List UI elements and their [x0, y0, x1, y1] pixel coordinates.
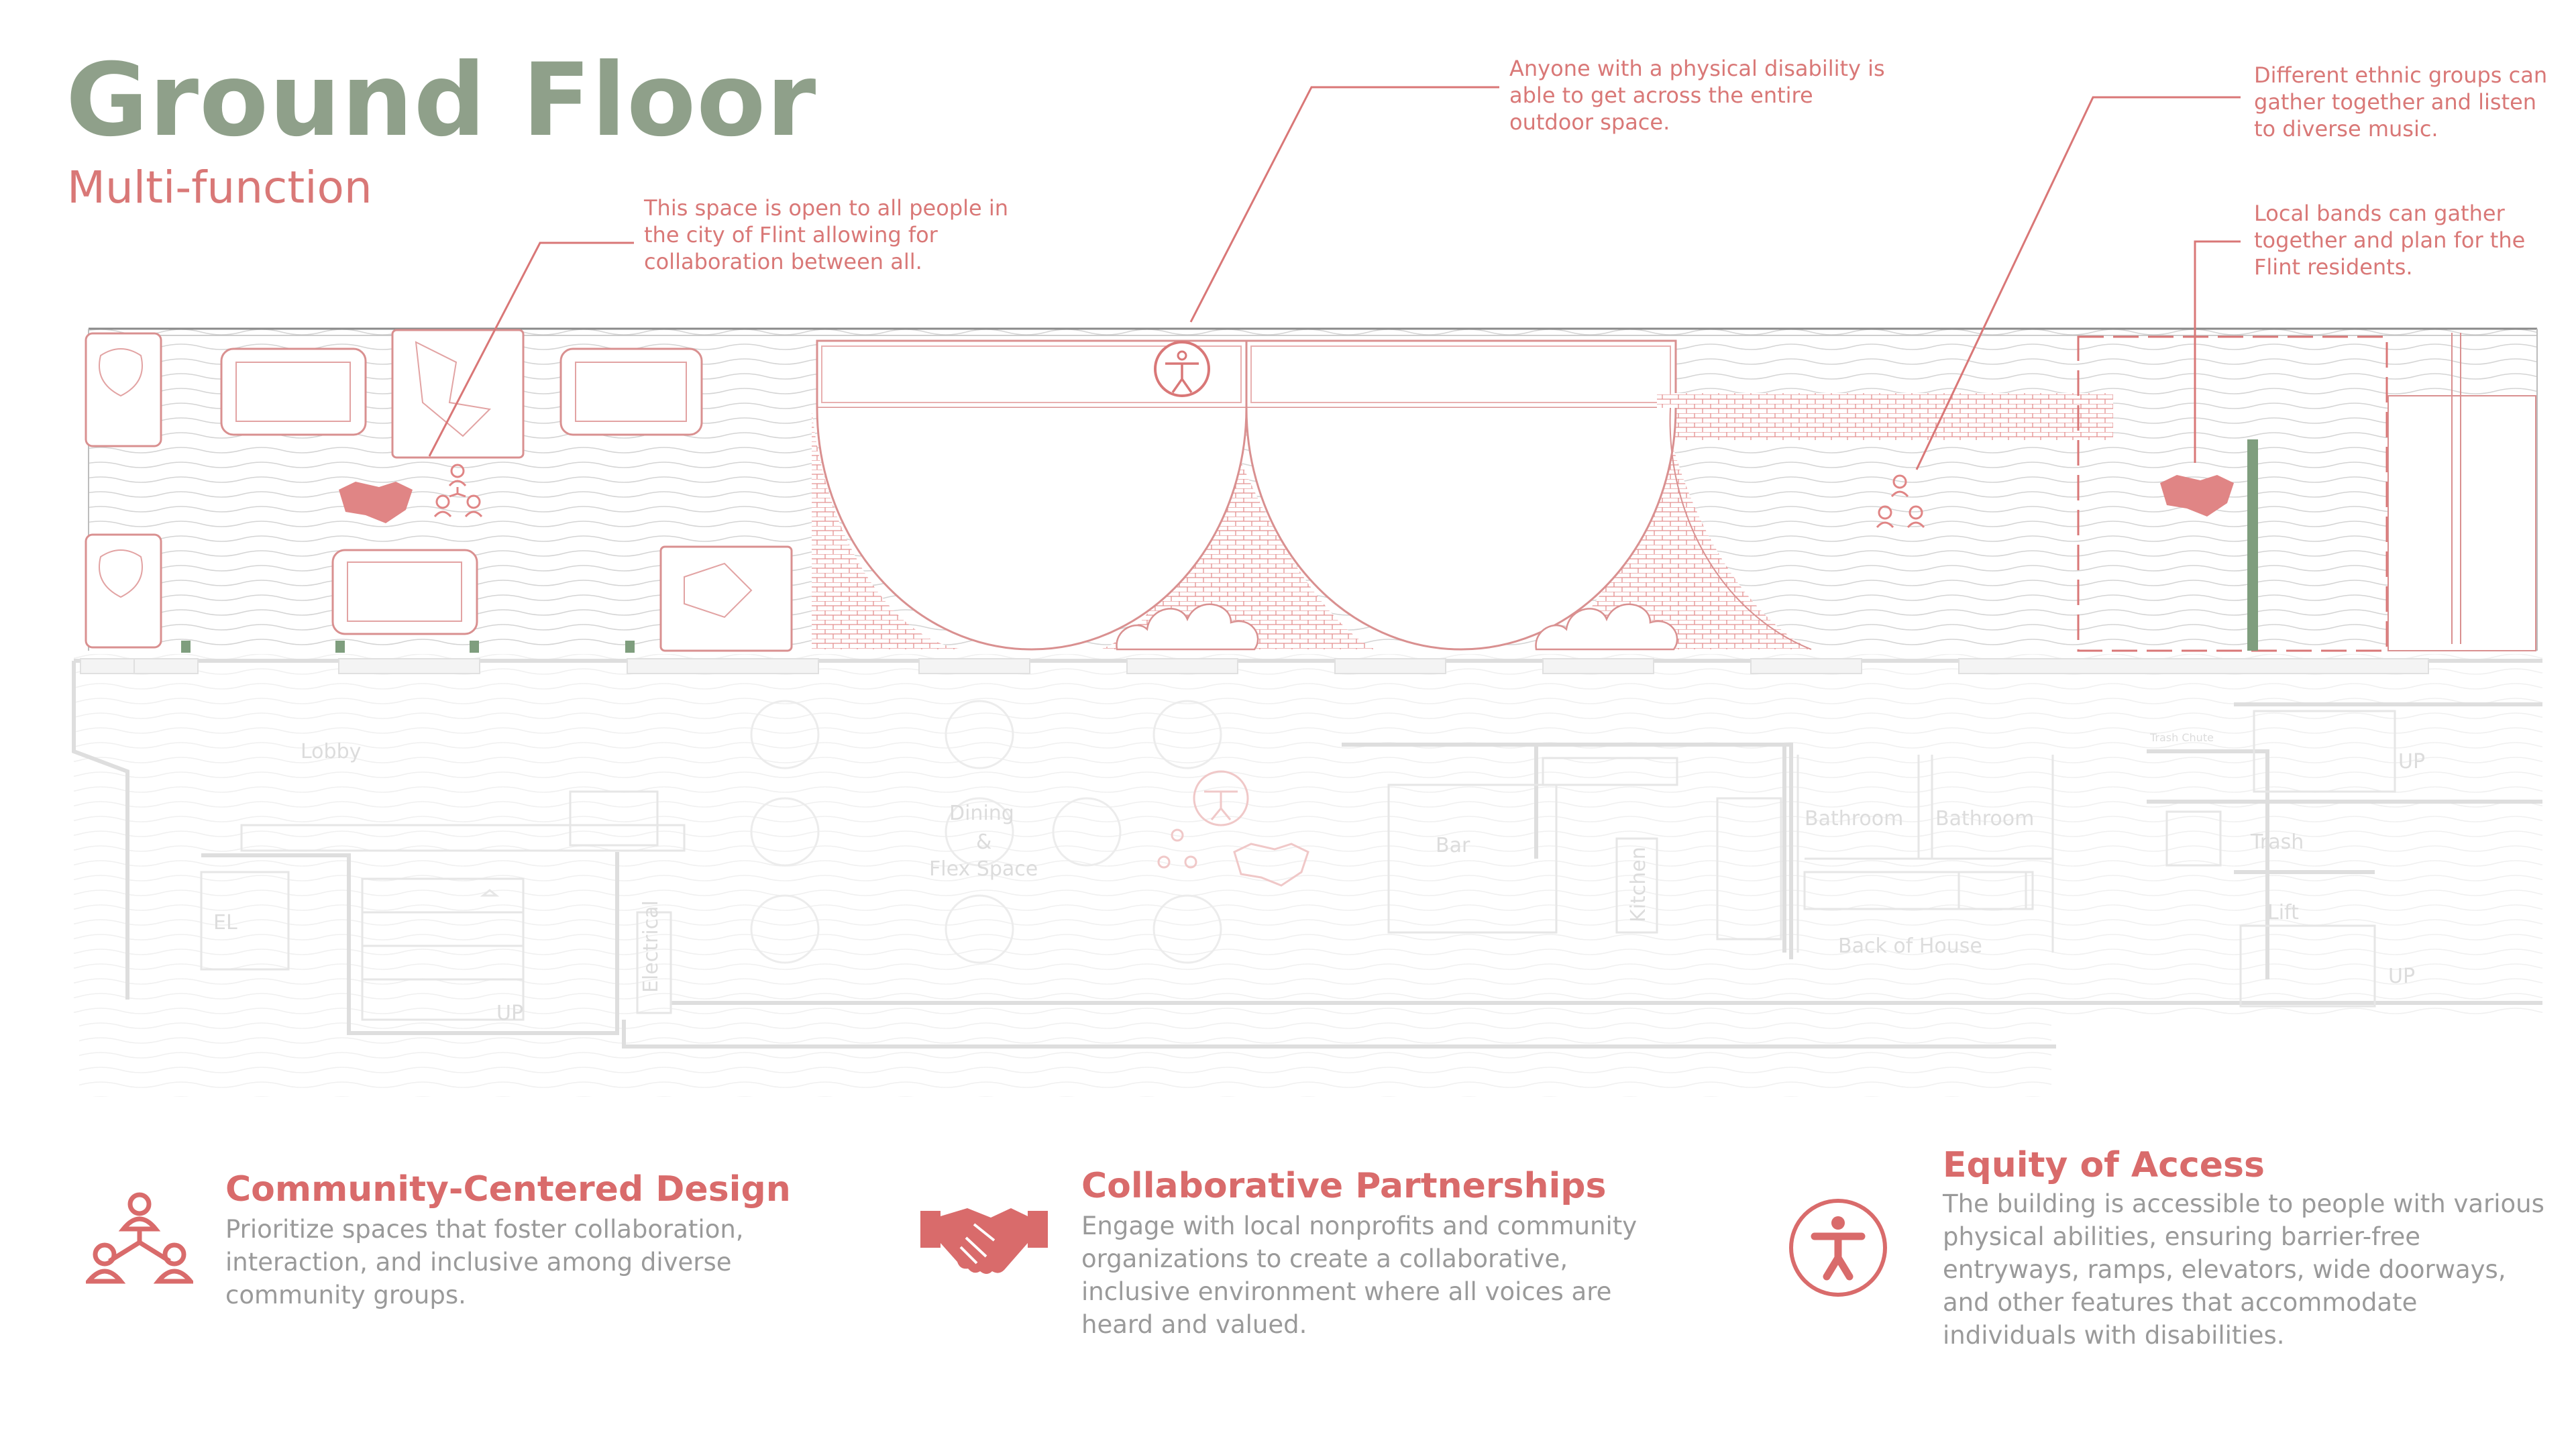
annotation-open-space: This space is open to all people in the … [644, 195, 1009, 274]
legend-title-equity: Equity of Access [1943, 1145, 2265, 1185]
page-subtitle: Multi-function [67, 162, 372, 213]
handshake-icon [920, 1197, 1048, 1285]
legend-title-community: Community-Centered Design [225, 1169, 791, 1210]
stair-up-3: UP [496, 1002, 523, 1025]
community-network-icon [83, 1187, 196, 1288]
room-electrical: Electrical [639, 900, 663, 993]
outdoor-arches [812, 393, 2113, 651]
room-dining-amp: & [976, 830, 991, 854]
room-kitchen: Kitchen [1627, 847, 1650, 922]
legend-body-equity: The building is accessible to people wit… [1943, 1189, 2544, 1350]
room-bathroom-1: Bathroom [1805, 807, 1903, 830]
room-labels: Lobby Dining & Flex Space Bar Kitchen Ba… [213, 731, 2425, 1025]
room-el: EL [213, 911, 237, 934]
interior-plan [72, 654, 2542, 1097]
page-title: Ground Floor [66, 42, 817, 159]
room-back-of-house: Back of House [1838, 934, 1982, 958]
stair-up-2: UP [2388, 965, 2415, 988]
legend-title-collaborative: Collaborative Partnerships [1081, 1166, 1607, 1206]
annotation-local-bands: Local bands can gather together and plan… [2254, 201, 2526, 280]
room-dining: Dining [949, 802, 1014, 825]
stair-up-1: UP [2398, 750, 2425, 773]
annotation-ethnic-groups: Different ethnic groups can gather toget… [2254, 62, 2548, 142]
stage-area [2077, 333, 2536, 652]
room-trash-chute: Trash Chute [2149, 731, 2214, 744]
annotation-leaders [428, 86, 2241, 470]
room-trash: Trash [2250, 830, 2304, 854]
legend-body-community: Prioritize spaces that foster collaborat… [225, 1215, 744, 1309]
outdoor-community-icon [433, 464, 1925, 529]
legend-body-collaborative: Engage with local nonprofits and communi… [1081, 1212, 1638, 1339]
room-lobby: Lobby [301, 740, 361, 763]
room-bar: Bar [1436, 834, 1470, 857]
annotation-disability-access: Anyone with a physical disability is abl… [1509, 56, 1885, 135]
outdoor-accessibility-icon [1154, 341, 1210, 397]
outdoor-handshake-icon [339, 475, 2234, 523]
shrubs [1116, 603, 1678, 651]
room-lift: Lift [2267, 901, 2299, 924]
room-bathroom-2: Bathroom [1935, 807, 2034, 830]
green-posts [181, 641, 635, 653]
accessibility-icon [1788, 1197, 1888, 1298]
room-flex-space: Flex Space [929, 857, 1038, 881]
